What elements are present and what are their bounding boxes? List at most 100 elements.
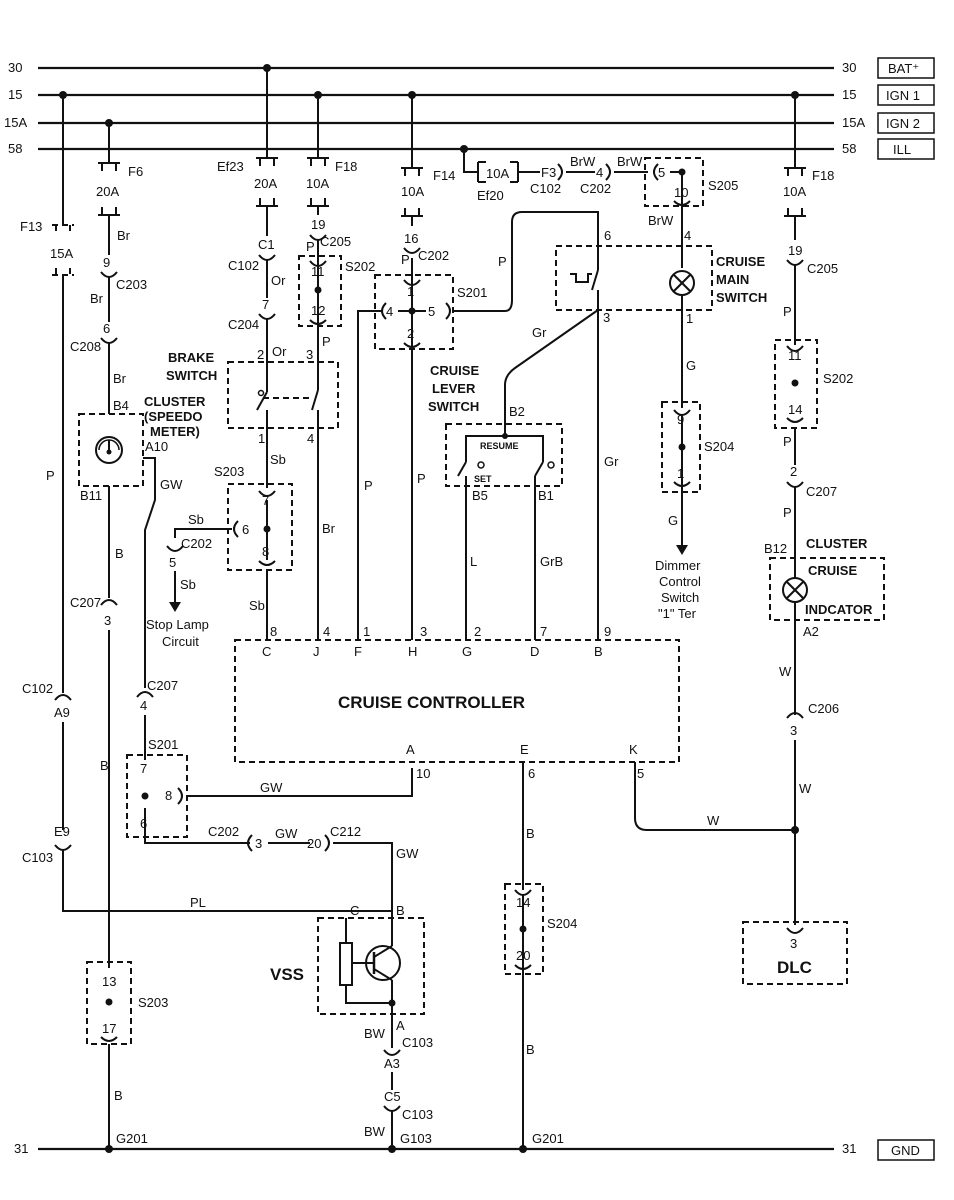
ground-g201-right: G201 <box>532 1131 564 1146</box>
rail-58: 58 58 ILL <box>8 138 935 160</box>
wire-color-l: L <box>470 554 477 569</box>
wire-color-w: W <box>779 664 792 679</box>
ctrl-pin-h: H <box>408 644 417 659</box>
wire-color-sb: Sb <box>270 452 286 467</box>
pin-4: 4 <box>596 165 603 180</box>
ctrl-pin-f: F <box>354 644 362 659</box>
pin-2: 2 <box>257 347 264 362</box>
rail-15: 15 15 IGN 1 <box>8 84 935 106</box>
wire-color-b: B <box>526 1042 535 1057</box>
wire-color-gw: GW <box>260 780 283 795</box>
stop-lamp-label-2: Circuit <box>162 634 199 649</box>
pin-3: 3 <box>603 310 610 325</box>
fuse-ef20-name: Ef20 <box>477 188 504 203</box>
ctrl-pin-d: D <box>530 644 539 659</box>
pin-5: 5 <box>658 165 665 180</box>
pin-b2: B2 <box>509 404 525 419</box>
splice-s205: 5 10 S205 <box>644 157 738 207</box>
conn-c205: C205 <box>320 234 351 249</box>
splice-s202-right: 11 14 S202 <box>774 339 853 429</box>
ctrl-pin-num-f: 1 <box>363 624 370 639</box>
wire-color-b: B <box>114 1088 123 1103</box>
wire-color-w: W <box>799 781 812 796</box>
splice-s202b-label: S202 <box>823 371 853 386</box>
splice-s204b-label: S204 <box>547 916 577 931</box>
stop-lamp-label-1: Stop Lamp <box>146 617 209 632</box>
conn-c203: C203 <box>116 277 147 292</box>
fuse-f18a: F18 10A <box>306 95 357 207</box>
splice-s202: 11 12 S202 <box>298 255 375 327</box>
wire-color-p: P <box>783 434 792 449</box>
wire-color-sb: Sb <box>249 598 265 613</box>
wire-color-p: P <box>783 505 792 520</box>
wire-color-pl: PL <box>190 895 206 910</box>
pin-16: 16 <box>404 231 418 246</box>
splice-s201-lower: 7 8 6 S201 <box>126 737 188 838</box>
wire-color-w: W <box>707 813 720 828</box>
fuse-f14: F14 10A <box>401 95 455 217</box>
dimmer-label-3: Switch <box>661 590 699 605</box>
rail-31: 31 31 GND <box>14 1139 935 1161</box>
conn-c102: C102 <box>228 258 259 273</box>
conn-c103-a3: C103 <box>402 1035 433 1050</box>
wire-color-p: P <box>498 254 507 269</box>
wire-color-p: P <box>401 252 410 267</box>
rail-58-tag: ILL <box>893 142 911 157</box>
ctrl-pin-num-d: 7 <box>540 624 547 639</box>
conn-c202-lower: C202 <box>208 824 239 839</box>
rail-15-left: 15 <box>8 87 22 102</box>
rail-30-left: 30 <box>8 60 22 75</box>
wire-color-g: G <box>686 358 696 373</box>
wire-color-g: G <box>668 513 678 528</box>
pin-a3: A3 <box>384 1056 400 1071</box>
wire-color-br: Br <box>117 228 131 243</box>
ground-g201-left: G201 <box>116 1131 148 1146</box>
conn-c102-ef20: C102 <box>530 181 561 196</box>
pin-8: 8 <box>262 544 269 559</box>
resume-label: RESUME <box>480 441 519 451</box>
pin-9: 9 <box>677 412 684 427</box>
wire-color-p: P <box>417 471 426 486</box>
brake-switch-title-2: SWITCH <box>166 368 217 383</box>
pin-2: 2 <box>790 464 797 479</box>
conn-c208: C208 <box>70 339 101 354</box>
rail-15-right: 15 <box>842 87 856 102</box>
indicator-title-2: CRUISE <box>808 563 857 578</box>
main-switch-title-1: CRUISE <box>716 254 765 269</box>
conn-c202-brw: C202 <box>580 181 611 196</box>
cluster-title-3: METER) <box>150 424 200 439</box>
ctrl-pin-num-b: 9 <box>604 624 611 639</box>
wire-color-grb: GrB <box>540 554 563 569</box>
rail-58-right: 58 <box>842 141 856 156</box>
ctrl-pin-num-g: 2 <box>474 624 481 639</box>
pin-1: 1 <box>407 284 414 299</box>
fuse-ef20: 10A Ef20 <box>463 149 519 203</box>
pin-3: 3 <box>255 836 262 851</box>
splice-s201-label: S201 <box>457 285 487 300</box>
fuse-f6-amp: 20A <box>96 184 119 199</box>
dlc-connector: 3 DLC <box>742 921 848 985</box>
pin-19: 19 <box>788 243 802 258</box>
rail-31-left: 31 <box>14 1141 28 1156</box>
conn-c202: C202 <box>418 248 449 263</box>
cluster-title-2: (SPEEDO <box>144 409 203 424</box>
wire-color-gw: GW <box>160 477 183 492</box>
pin-b5: B5 <box>472 488 488 503</box>
ctrl-pin-num-e: 6 <box>528 766 535 781</box>
ctrl-pin-num-k: 5 <box>637 766 644 781</box>
cruise-indicator: B12 CLUSTER CRUISE INDCATOR A2 <box>764 536 885 639</box>
fuse-ef23-name: Ef23 <box>217 159 244 174</box>
wire-color-br: Br <box>113 371 127 386</box>
fuse-f13-amp: 15A <box>50 246 73 261</box>
ctrl-pin-c: C <box>262 644 271 659</box>
conn-c207b: C207 <box>147 678 178 693</box>
pin-6: 6 <box>242 522 249 537</box>
conn-c206: C206 <box>808 701 839 716</box>
conn-c204: C204 <box>228 317 259 332</box>
rail-15a-tag: IGN 2 <box>886 116 920 131</box>
pin-7: 7 <box>262 297 269 312</box>
fuse-ef23: Ef23 20A <box>217 68 278 207</box>
conn-c102-a9: C102 <box>22 681 53 696</box>
dlc-title: DLC <box>777 958 812 977</box>
